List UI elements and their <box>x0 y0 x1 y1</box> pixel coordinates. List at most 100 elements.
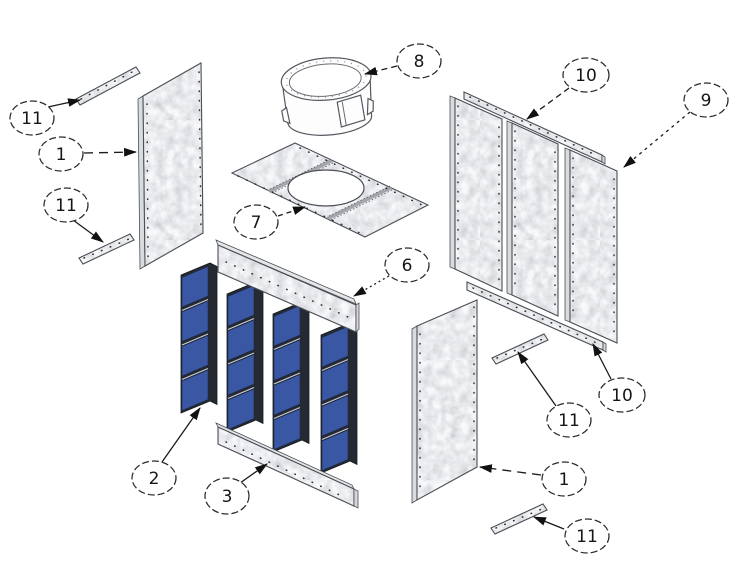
filter-cell <box>181 266 209 308</box>
right-wall-assembly <box>449 91 618 353</box>
callout-label: 9 <box>701 91 712 111</box>
callout-1-left: 1 <box>38 136 84 172</box>
header-beam-top <box>215 239 357 305</box>
seam-stitch <box>326 185 391 218</box>
separator-highlight <box>227 352 255 365</box>
collar-rim-ticks <box>285 60 367 98</box>
leader-11-top-left <box>47 98 82 108</box>
top-plate <box>230 142 430 238</box>
callout-1-bottom-right: 1 <box>541 461 587 497</box>
filter-cell <box>273 305 301 347</box>
duct-hole <box>287 169 365 207</box>
bottom-rail-end <box>602 341 607 353</box>
callout-label: 1 <box>56 145 67 165</box>
filter-cell <box>273 339 301 381</box>
callout-label: 6 <box>402 256 413 276</box>
separator-highlight <box>273 406 301 420</box>
callout-label: 3 <box>222 487 233 507</box>
filter-cell <box>321 429 349 471</box>
leader-11-left-mid <box>72 219 104 243</box>
trim-strip-right-mid <box>491 333 549 365</box>
leader-2 <box>161 407 201 463</box>
filter-cell <box>227 285 255 327</box>
callout-label: 7 <box>251 213 262 233</box>
screw-hole-dots <box>80 70 135 100</box>
filter-cell <box>273 408 301 450</box>
callout-2: 2 <box>131 460 177 496</box>
callout-7: 7 <box>233 204 279 240</box>
wall-panel-c <box>569 149 618 344</box>
filter-wall <box>180 262 358 474</box>
callout-10-bottom: 10 <box>598 377 646 413</box>
callout-11-left-mid: 11 <box>43 187 89 223</box>
filter-cell <box>321 395 349 437</box>
callout-label: 8 <box>414 52 425 72</box>
wall-panel-b <box>511 122 559 317</box>
header-beam-end <box>355 302 360 333</box>
collar-latch-tab <box>336 94 366 128</box>
screw-hole-dots <box>225 261 349 318</box>
top-plate-seam <box>327 186 392 220</box>
callout-11-right-mid: 11 <box>546 402 592 438</box>
callout-label: 1 <box>559 470 570 490</box>
collar-rim-inner <box>288 63 362 97</box>
separator-highlight <box>273 337 301 351</box>
callout-11-top-left: 11 <box>9 100 55 136</box>
separator-highlight <box>273 372 301 385</box>
screw-hole-dots <box>146 103 149 259</box>
leader-9 <box>623 111 691 168</box>
filter-cell <box>227 354 255 396</box>
separator-highlight <box>181 333 209 346</box>
callout-label: 10 <box>611 386 633 406</box>
leader-7 <box>277 206 307 217</box>
callout-label: 11 <box>558 411 580 431</box>
trim-strip-top-left <box>75 66 141 106</box>
leader-8 <box>363 65 398 76</box>
rail-highlight <box>467 283 603 345</box>
screw-hole-dots <box>237 175 361 234</box>
header-beam <box>215 239 360 333</box>
screw-hole-dots <box>299 147 423 206</box>
filter-panel-column <box>226 281 264 433</box>
callout-6: 6 <box>384 247 430 283</box>
leader-11-bottom-right <box>532 516 565 530</box>
filter-cell <box>227 388 255 430</box>
wall-panel-flange <box>564 147 571 323</box>
separator-highlight <box>321 393 349 406</box>
top-rail-end <box>601 154 606 165</box>
leader-1-bottom-right <box>478 464 542 476</box>
callout-label: 11 <box>55 196 77 216</box>
filter-panel-column <box>272 301 310 453</box>
collar-ring <box>280 57 374 136</box>
filter-cell <box>227 319 255 361</box>
callout-label: 2 <box>149 469 160 489</box>
side-panel-left <box>142 62 204 267</box>
separator-highlight <box>321 427 349 441</box>
callout-3: 3 <box>204 477 250 515</box>
separator-highlight <box>181 367 209 381</box>
leader-1-left <box>83 147 138 157</box>
filter-panel-column <box>320 322 358 474</box>
callout-label: 10 <box>575 66 597 86</box>
leader-3 <box>239 463 268 484</box>
collar-ear-left <box>281 106 291 125</box>
filter-cell <box>181 300 209 342</box>
filter-cell <box>321 360 349 402</box>
separator-highlight <box>321 358 349 372</box>
leader-10-bottom <box>592 343 612 380</box>
leader-lines <box>47 65 691 530</box>
seam-stitch <box>328 189 393 222</box>
wall-panel-a <box>454 97 503 292</box>
callout-8: 8 <box>396 43 442 79</box>
filter-cell <box>273 374 301 416</box>
callout-label: 11 <box>576 527 598 547</box>
separator-highlight <box>227 386 255 400</box>
screw-hole-dots <box>225 441 347 499</box>
side-panel-right <box>416 299 478 501</box>
filter-cell <box>181 335 209 377</box>
collar-latch-fold <box>341 101 347 126</box>
wall-panel-flange <box>506 120 513 296</box>
leader-11-right-mid <box>517 351 557 407</box>
